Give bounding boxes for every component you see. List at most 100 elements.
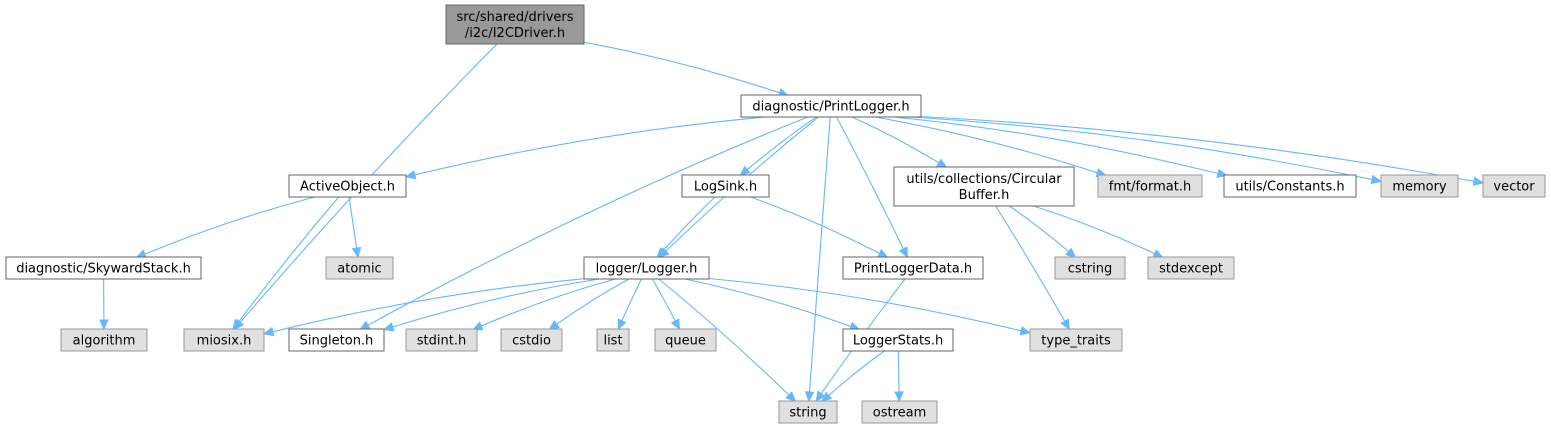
node-label: cstring [1068, 262, 1112, 277]
edge-arrowhead [1472, 176, 1485, 186]
node-label: /i2c/I2CDriver.h [465, 26, 565, 41]
node-label: src/shared/drivers [456, 10, 573, 25]
edge-arrowhead [821, 391, 833, 403]
edge-printlogger-to-logsink [739, 116, 817, 177]
node-box [1223, 174, 1357, 198]
edge-arrowhead [739, 165, 751, 177]
edge-printlogger-to-singleton [358, 116, 809, 331]
edge-arrowhead [382, 322, 395, 332]
edge-logger-to-singleton [382, 278, 600, 332]
node-singleton[interactable]: Singleton.h [288, 328, 385, 352]
node-label: memory [1392, 180, 1447, 195]
node-box [445, 4, 585, 45]
node-box [1482, 174, 1546, 198]
node-label: LoggerStats.h [853, 334, 943, 349]
node-vector: vector [1482, 174, 1546, 198]
edge-logger-to-queue [652, 278, 680, 331]
node-box [183, 328, 265, 352]
edge-line [392, 278, 600, 328]
edge-line [684, 278, 852, 328]
edge-line [911, 116, 1373, 181]
edge-arrowhead [815, 390, 826, 403]
node-label: LogSink.h [694, 180, 757, 195]
node-box [654, 328, 717, 352]
node-box [1029, 328, 1123, 352]
edge-line [662, 196, 716, 251]
node-box [740, 94, 922, 118]
edge-arrowhead [471, 321, 484, 331]
edge-activeobject-to-skywardstack [135, 196, 315, 259]
node-box [500, 328, 563, 352]
node-box [325, 256, 394, 280]
node-cstring: cstring [1054, 256, 1126, 280]
node-printloggerdata[interactable]: PrintLoggerData.h [842, 256, 984, 280]
edge-line [652, 278, 676, 322]
edge-arrowhead [804, 391, 815, 403]
edge-printlogger-to-vector [920, 115, 1485, 186]
edge-line [1033, 205, 1155, 255]
edge-printlogger-to-string [804, 116, 831, 403]
edge-arrowhead [1065, 247, 1077, 259]
node-atomic: atomic [325, 256, 394, 280]
edge-line [348, 196, 358, 249]
node-box [842, 256, 984, 280]
edge-line [750, 196, 880, 254]
edge-arrowhead [877, 248, 889, 259]
edge-logger-to-miosix [262, 278, 585, 337]
node-box [5, 256, 202, 280]
edge-activeobject-to-atomic [348, 196, 362, 259]
edge-logger-to-string [658, 278, 797, 403]
node-logsink[interactable]: LogSink.h [681, 174, 770, 198]
edge-loggerstats-to-ostream [894, 350, 904, 403]
edge-line [238, 196, 340, 323]
edge-line [1009, 205, 1069, 252]
node-stdexcept: stdexcept [1147, 256, 1235, 280]
edge-arrowhead [1019, 326, 1032, 336]
edge-skywardstack-to-algorithm [99, 278, 109, 331]
node-logger[interactable]: logger/Logger.h [583, 256, 710, 280]
edge-logger-to-loggerstats [684, 278, 861, 331]
node-skywardstack[interactable]: diagnostic/SkywardStack.h [5, 256, 202, 280]
node-printlogger[interactable]: diagnostic/PrintLogger.h [740, 94, 922, 118]
edge-arrowhead [785, 391, 797, 403]
edge-arrowhead [262, 326, 275, 337]
node-constants[interactable]: utils/Constants.h [1223, 174, 1357, 198]
edge-arrowhead [232, 318, 243, 331]
node-label: utils/Constants.h [1235, 180, 1344, 195]
node-box [681, 174, 770, 198]
node-label: utils/collections/Circular [906, 172, 1062, 187]
edge-logsink-to-logger [656, 196, 716, 259]
edge-line [920, 115, 1475, 182]
node-box [778, 400, 838, 424]
node-label: stdexcept [1159, 262, 1223, 277]
edge-line [836, 116, 904, 250]
edge-arrowhead [404, 170, 417, 180]
edge-arrowhead [617, 318, 627, 331]
edge-line [272, 278, 585, 333]
edge-line [851, 116, 940, 164]
edge-line [367, 116, 809, 326]
node-loggerstats[interactable]: LoggerStats.h [842, 328, 954, 352]
edge-circularbuffer-to-typetraits [995, 205, 1070, 331]
node-ostream: ostream [861, 400, 938, 424]
node-label: stdint.h [417, 334, 466, 349]
node-box [405, 328, 478, 352]
edge-logger-to-list [617, 278, 642, 331]
edge-circularbuffer-to-stdexcept [1033, 205, 1164, 259]
node-label: Buffer.h [959, 188, 1010, 203]
node-memory: memory [1380, 174, 1459, 198]
edge-line [556, 278, 630, 325]
node-typetraits: type_traits [1029, 328, 1123, 352]
edge-line [808, 116, 831, 393]
node-box [1147, 256, 1235, 280]
edge-loggerstats-to-string [821, 350, 885, 403]
edge-printlogger-to-printloggerdata [836, 116, 908, 259]
node-stdint: stdint.h [405, 328, 478, 352]
node-box [893, 166, 1075, 207]
node-label: queue [665, 334, 706, 349]
node-activeobject[interactable]: ActiveObject.h [288, 174, 407, 198]
node-algorithm: algorithm [60, 328, 148, 352]
edge-logsink-to-printloggerdata [750, 196, 889, 259]
node-label: logger/Logger.h [596, 262, 698, 277]
